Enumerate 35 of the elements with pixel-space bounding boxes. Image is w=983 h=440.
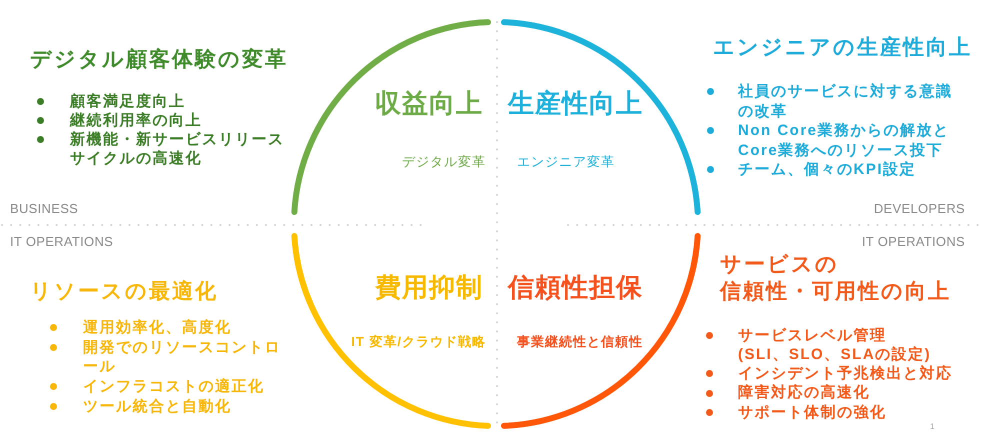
quadrant-arc: [291, 19, 491, 215]
quadrant-subtitle: エンジニア変革: [517, 153, 615, 171]
list-item-text: 新機能・新サービスリリースサイクルの高速化: [70, 130, 284, 168]
category-label: IT OPERATIONS: [10, 234, 114, 250]
section-heading: デジタル顧客体験の変革: [30, 46, 288, 73]
section-heading: サービスの信頼性・可用性の向上: [720, 252, 951, 305]
list-item-text: 顧客満足度向上: [70, 92, 186, 110]
list-item-text: 社員のサービスに対する意識の改革: [738, 82, 952, 121]
list-item-text: Non Core業務からの解放とCore業務へのリソース投下: [738, 121, 950, 160]
list-item-text: サービスレベル管理(SLI、SLO、SLAの設定): [738, 326, 932, 364]
section-heading: エンジニアの生産性向上: [713, 34, 972, 61]
list-item-text: 継続利用率の向上: [70, 110, 202, 130]
list-item-text: チーム、個々のKPI設定: [738, 160, 916, 180]
quadrant-arc: [501, 19, 701, 215]
list-item-text: ツール統合と自動化: [83, 396, 232, 417]
quadrant-arc: [501, 233, 701, 429]
quadrant-title: 収益向上: [375, 87, 483, 119]
section-heading: リソースの最適化: [30, 278, 218, 305]
quadrant-subtitle: デジタル変革: [402, 153, 486, 171]
list-item-text: 障害対応の高速化: [738, 383, 870, 403]
quadrant-title: 費用抑制: [375, 271, 483, 303]
category-label: DEVELOPERS: [874, 201, 965, 217]
list-item-text: 運用効率化、高度化: [83, 318, 232, 338]
category-label: BUSINESS: [10, 201, 78, 217]
list-item-text: サポート体制の強化: [738, 402, 886, 422]
quadrant-subtitle: IT 変革/クラウド戦略: [351, 333, 486, 351]
list-item-text: 開発でのリソースコントロール: [83, 338, 281, 378]
list-item-text: インフラコストの適正化: [83, 377, 264, 397]
list-item-text: インシデント予兆検出と対応: [738, 364, 952, 384]
category-label: IT OPERATIONS: [862, 234, 965, 250]
quadrant-title: 生産性向上: [508, 87, 643, 119]
quadrant-arc: [291, 233, 491, 429]
quadrant-title: 信頼性担保: [508, 271, 643, 303]
page-number: 1: [930, 422, 934, 432]
quadrant-subtitle: 事業継続性と信頼性: [517, 333, 643, 351]
